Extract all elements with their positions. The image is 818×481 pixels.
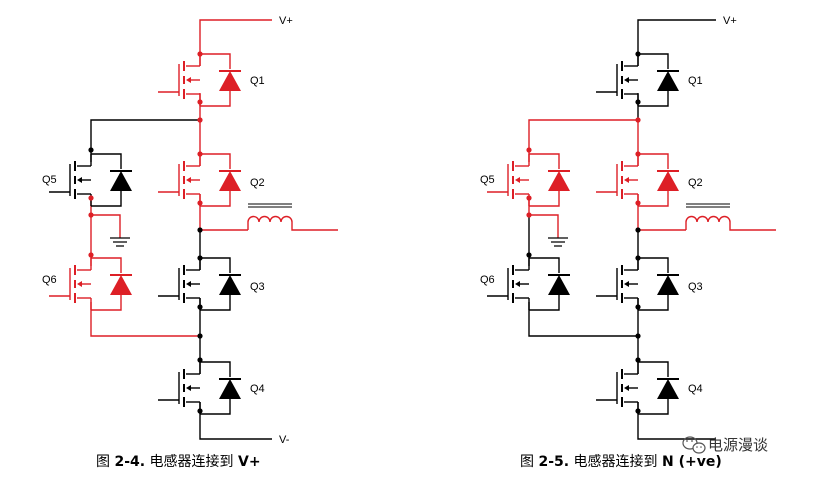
right-q5-mosfet: [487, 153, 570, 207]
right-q5-drain-link: [528, 119, 638, 162]
left-q4-label: Q4: [250, 383, 265, 395]
left-inductor-icon: [247, 215, 338, 231]
right-inductor-icon: [685, 215, 776, 231]
right-caption-prefix: 图: [520, 454, 538, 470]
left-q6-source-link: [90, 302, 200, 337]
watermark: 电源漫谈: [682, 436, 768, 454]
left-q3-mosfet: [158, 257, 241, 311]
right-caption-target: N (+ve): [662, 454, 722, 470]
left-vplus-label: V+: [279, 15, 293, 27]
right-q4-mosfet: [596, 361, 679, 415]
left-junction-dots: [88, 51, 203, 414]
left-caption-text: 电感器连接到: [145, 453, 238, 470]
right-q2-label: Q2: [688, 177, 703, 189]
right-q6-mosfet: [487, 257, 570, 311]
left-ground-symbol: [110, 237, 130, 247]
right-caption-text: 电感器连接到: [569, 453, 662, 470]
left-caption-number: 2-4.: [114, 454, 145, 470]
left-q4-mosfet: [158, 361, 241, 415]
wechat-icon: [682, 436, 706, 454]
left-q5-mosfet: [49, 153, 132, 207]
left-q1-mosfet: [158, 53, 241, 107]
right-junction-dots: [526, 51, 641, 414]
right-top-rail: [637, 19, 716, 36]
left-q2-label: Q2: [250, 177, 265, 189]
right-q1-label: Q1: [688, 75, 703, 87]
right-q3-label: Q3: [688, 281, 703, 293]
right-q2-mosfet: [596, 153, 679, 207]
right-figure-caption: 图 2-5. 电感器连接到 N (+ve): [520, 453, 722, 470]
left-figure-caption: 图 2-4. 电感器连接到 V+: [96, 453, 261, 470]
left-inductor-core: [248, 203, 292, 208]
right-q1-mosfet: [596, 53, 679, 107]
right-q6-label: Q6: [480, 274, 495, 286]
right-vplus-label: V+: [723, 15, 737, 27]
right-q5-label: Q5: [480, 174, 495, 186]
right-q6-source-link: [528, 302, 638, 337]
left-top-rail: [199, 19, 272, 36]
right-mid-ground-link: [529, 214, 559, 238]
left-q1-label: Q1: [250, 75, 265, 87]
left-q6-label: Q6: [42, 274, 57, 286]
left-q6-mosfet: [49, 257, 132, 311]
left-q5-label: Q5: [42, 174, 57, 186]
right-q4-label: Q4: [688, 383, 703, 395]
left-caption-prefix: 图: [96, 454, 114, 470]
right-q3-mosfet: [596, 257, 679, 311]
right-caption-number: 2-5.: [538, 454, 569, 470]
left-vminus-label: V-: [279, 434, 290, 446]
left-q2-mosfet: [158, 153, 241, 207]
left-mid-ground-link: [91, 214, 121, 238]
right-inductor-core: [686, 203, 730, 208]
left-circuit: V+ V- Q1 Q2 Q3 Q4 Q5 Q6: [42, 15, 338, 446]
right-circuit: V+ Q1 Q2 Q3 Q4 Q5 Q6: [480, 15, 776, 440]
left-q3-label: Q3: [250, 281, 265, 293]
right-ground-symbol: [548, 237, 568, 247]
left-caption-target: V+: [238, 454, 261, 470]
left-bottom-rail: [199, 402, 272, 440]
watermark-text: 电源漫谈: [708, 436, 768, 454]
right-bottom-rail: [637, 402, 716, 440]
left-q5-drain-link: [90, 119, 200, 162]
